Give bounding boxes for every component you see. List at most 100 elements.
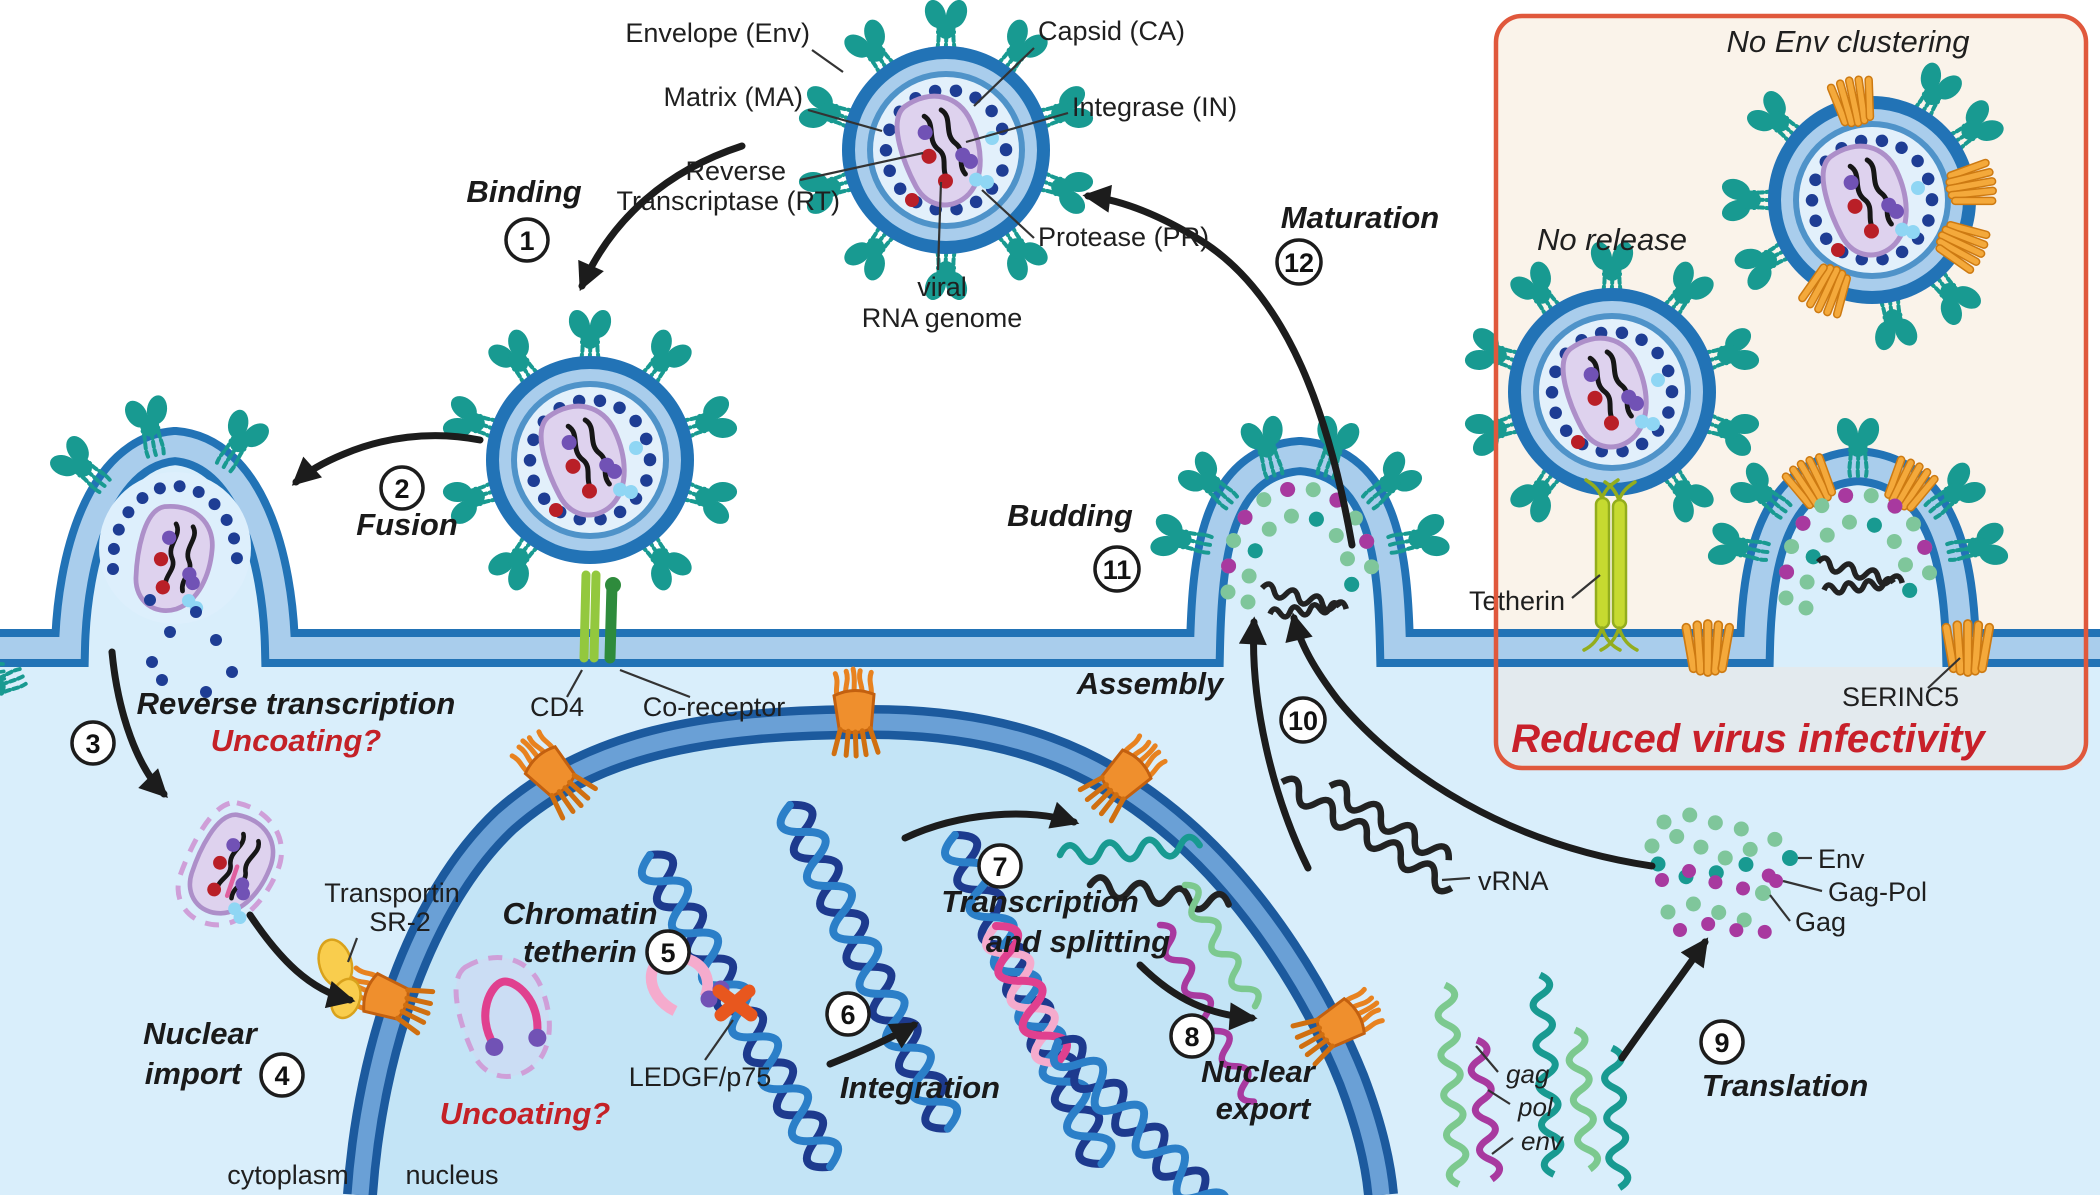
pointer-viral-rna <box>936 181 943 271</box>
pointer-serinc5 <box>1927 657 1961 689</box>
label-nuclear-export-2: export <box>1216 1091 1312 1126</box>
pointer-gag-gene <box>1475 1045 1499 1073</box>
label-capsid: Capsid (CA) <box>1038 16 1185 46</box>
cytoplasmic-capsid <box>160 800 300 943</box>
fusing-virion <box>0 388 280 725</box>
label-transcription-2: and splitting <box>986 924 1170 959</box>
label-nuclear-import-2: import <box>145 1056 243 1091</box>
step-circle-8: 8 <box>1169 1013 1215 1059</box>
gagpol-protein-dot <box>1769 874 1783 888</box>
label-transportin-2: SR-2 <box>369 907 431 937</box>
arrow-assembly-proteins <box>1285 612 1656 870</box>
pointer-coreceptor <box>619 668 691 699</box>
pointer-tetherin <box>1571 574 1601 599</box>
process-arrows <box>108 142 1709 1068</box>
label-no-release: No release <box>1537 222 1687 257</box>
pointer-capsid <box>973 47 1035 107</box>
arrow-transcription <box>901 801 1080 842</box>
label-tetherin: Tetherin <box>1469 586 1565 616</box>
label-translation: Translation <box>1702 1068 1869 1103</box>
svg-text:6: 6 <box>840 1000 855 1030</box>
pointer-gag-protein <box>1769 894 1791 922</box>
label-nuclear-export-1: Nuclear <box>1201 1054 1317 1089</box>
label-chromatin: Chromatin <box>503 896 658 931</box>
svg-text:1: 1 <box>519 226 534 256</box>
label-fusion: Fusion <box>356 507 458 542</box>
panel-labels: No Env clustering No release Tetherin SE… <box>1469 24 1987 761</box>
serinc5-membrane <box>1680 619 1735 677</box>
pointer-rt <box>799 151 924 182</box>
label-gag-protein: Gag <box>1795 907 1846 937</box>
pointer-lines <box>346 47 1961 1155</box>
label-cytoplasm: cytoplasm <box>227 1160 349 1190</box>
pointer-transportin <box>346 937 359 963</box>
label-envelope: Envelope (Env) <box>625 18 810 48</box>
pointer-vrna <box>1441 876 1471 882</box>
panel-border <box>1493 13 2089 771</box>
step-circle-12: 12 <box>1275 238 1323 286</box>
step-circle-11: 11 <box>1093 545 1141 593</box>
step-circle-2: 2 <box>379 465 425 511</box>
label-viral-rna-line2: RNA genome <box>862 303 1023 333</box>
pointer-matrix <box>807 108 883 133</box>
label-matrix: Matrix (MA) <box>664 82 803 112</box>
step-circle-5: 5 <box>645 929 691 975</box>
svg-text:5: 5 <box>660 938 675 968</box>
label-transcription-1: Transcription <box>941 884 1139 919</box>
svg-text:11: 11 <box>1103 555 1132 585</box>
label-no-env-clustering: No Env clustering <box>1727 24 1970 59</box>
label-uncoating-2: Uncoating? <box>440 1096 611 1131</box>
step-circle-4: 4 <box>259 1052 305 1098</box>
label-assembly: Assembly <box>1076 666 1225 701</box>
pointer-gagpol-protein <box>1782 879 1823 893</box>
label-budding: Budding <box>1007 498 1133 533</box>
label-nucleus: nucleus <box>405 1160 498 1190</box>
label-cd4: CD4 <box>530 692 584 722</box>
label-serinc5: SERINC5 <box>1842 682 1959 712</box>
label-maturation: Maturation <box>1281 200 1439 235</box>
arrow-assembly-vrna <box>1238 616 1312 872</box>
label-binding: Binding <box>466 174 581 209</box>
env-protein-dot <box>1782 850 1798 866</box>
pointer-ledgf <box>704 1019 734 1061</box>
escaping-matrix-dots <box>144 594 238 698</box>
label-coreceptor: Co-receptor <box>643 692 786 722</box>
arrow-translation <box>1618 937 1709 1062</box>
svg-text:2: 2 <box>394 474 409 504</box>
pointer-integrase <box>965 111 1069 144</box>
label-tetherin-step: tetherin <box>523 934 637 969</box>
pointer-envelope <box>811 49 844 73</box>
panel-lower-region <box>1500 667 2082 766</box>
panel-budding-site <box>1680 412 2016 677</box>
step-circles: 1 2 3 4 5 6 7 8 9 10 11 12 <box>70 217 1745 1098</box>
label-rt-line1: Reverse <box>685 156 786 186</box>
label-env-protein: Env <box>1818 844 1865 874</box>
arrow-nuclear-export <box>1136 961 1258 1031</box>
label-env-gene: env <box>1521 1126 1565 1156</box>
label-ledgf: LEDGF/p75 <box>629 1062 772 1092</box>
svg-text:7: 7 <box>992 852 1007 882</box>
step-circle-6: 6 <box>825 991 871 1037</box>
label-nuclear-import-1: Nuclear <box>143 1016 259 1051</box>
label-transportin-1: Transportin <box>324 878 460 908</box>
label-viral-rna-line1: viral <box>917 272 967 302</box>
arrow-nuclear-import <box>246 911 356 1009</box>
label-integration: Integration <box>840 1070 1000 1105</box>
step-circle-10: 10 <box>1279 696 1327 744</box>
pointer-protease <box>981 189 1035 239</box>
arrow-fusion <box>291 432 484 486</box>
label-vrna: vRNA <box>1478 866 1549 896</box>
pointer-pol-gene <box>1487 1089 1511 1105</box>
label-protease: Protease (PR) <box>1038 222 1209 252</box>
label-gagpol-protein: Gag-Pol <box>1828 877 1927 907</box>
label-reverse-transcription: Reverse transcription <box>137 686 456 721</box>
svg-text:8: 8 <box>1184 1022 1199 1052</box>
svg-text:12: 12 <box>1284 248 1314 278</box>
arrow-integration <box>826 1021 919 1068</box>
step-circle-3: 3 <box>70 720 116 766</box>
label-rt-line2: Transcriptase (RT) <box>616 186 840 216</box>
label-reduced-infectivity: Reduced virus infectivity <box>1511 717 1986 761</box>
gag-protein-dot <box>1755 885 1771 901</box>
